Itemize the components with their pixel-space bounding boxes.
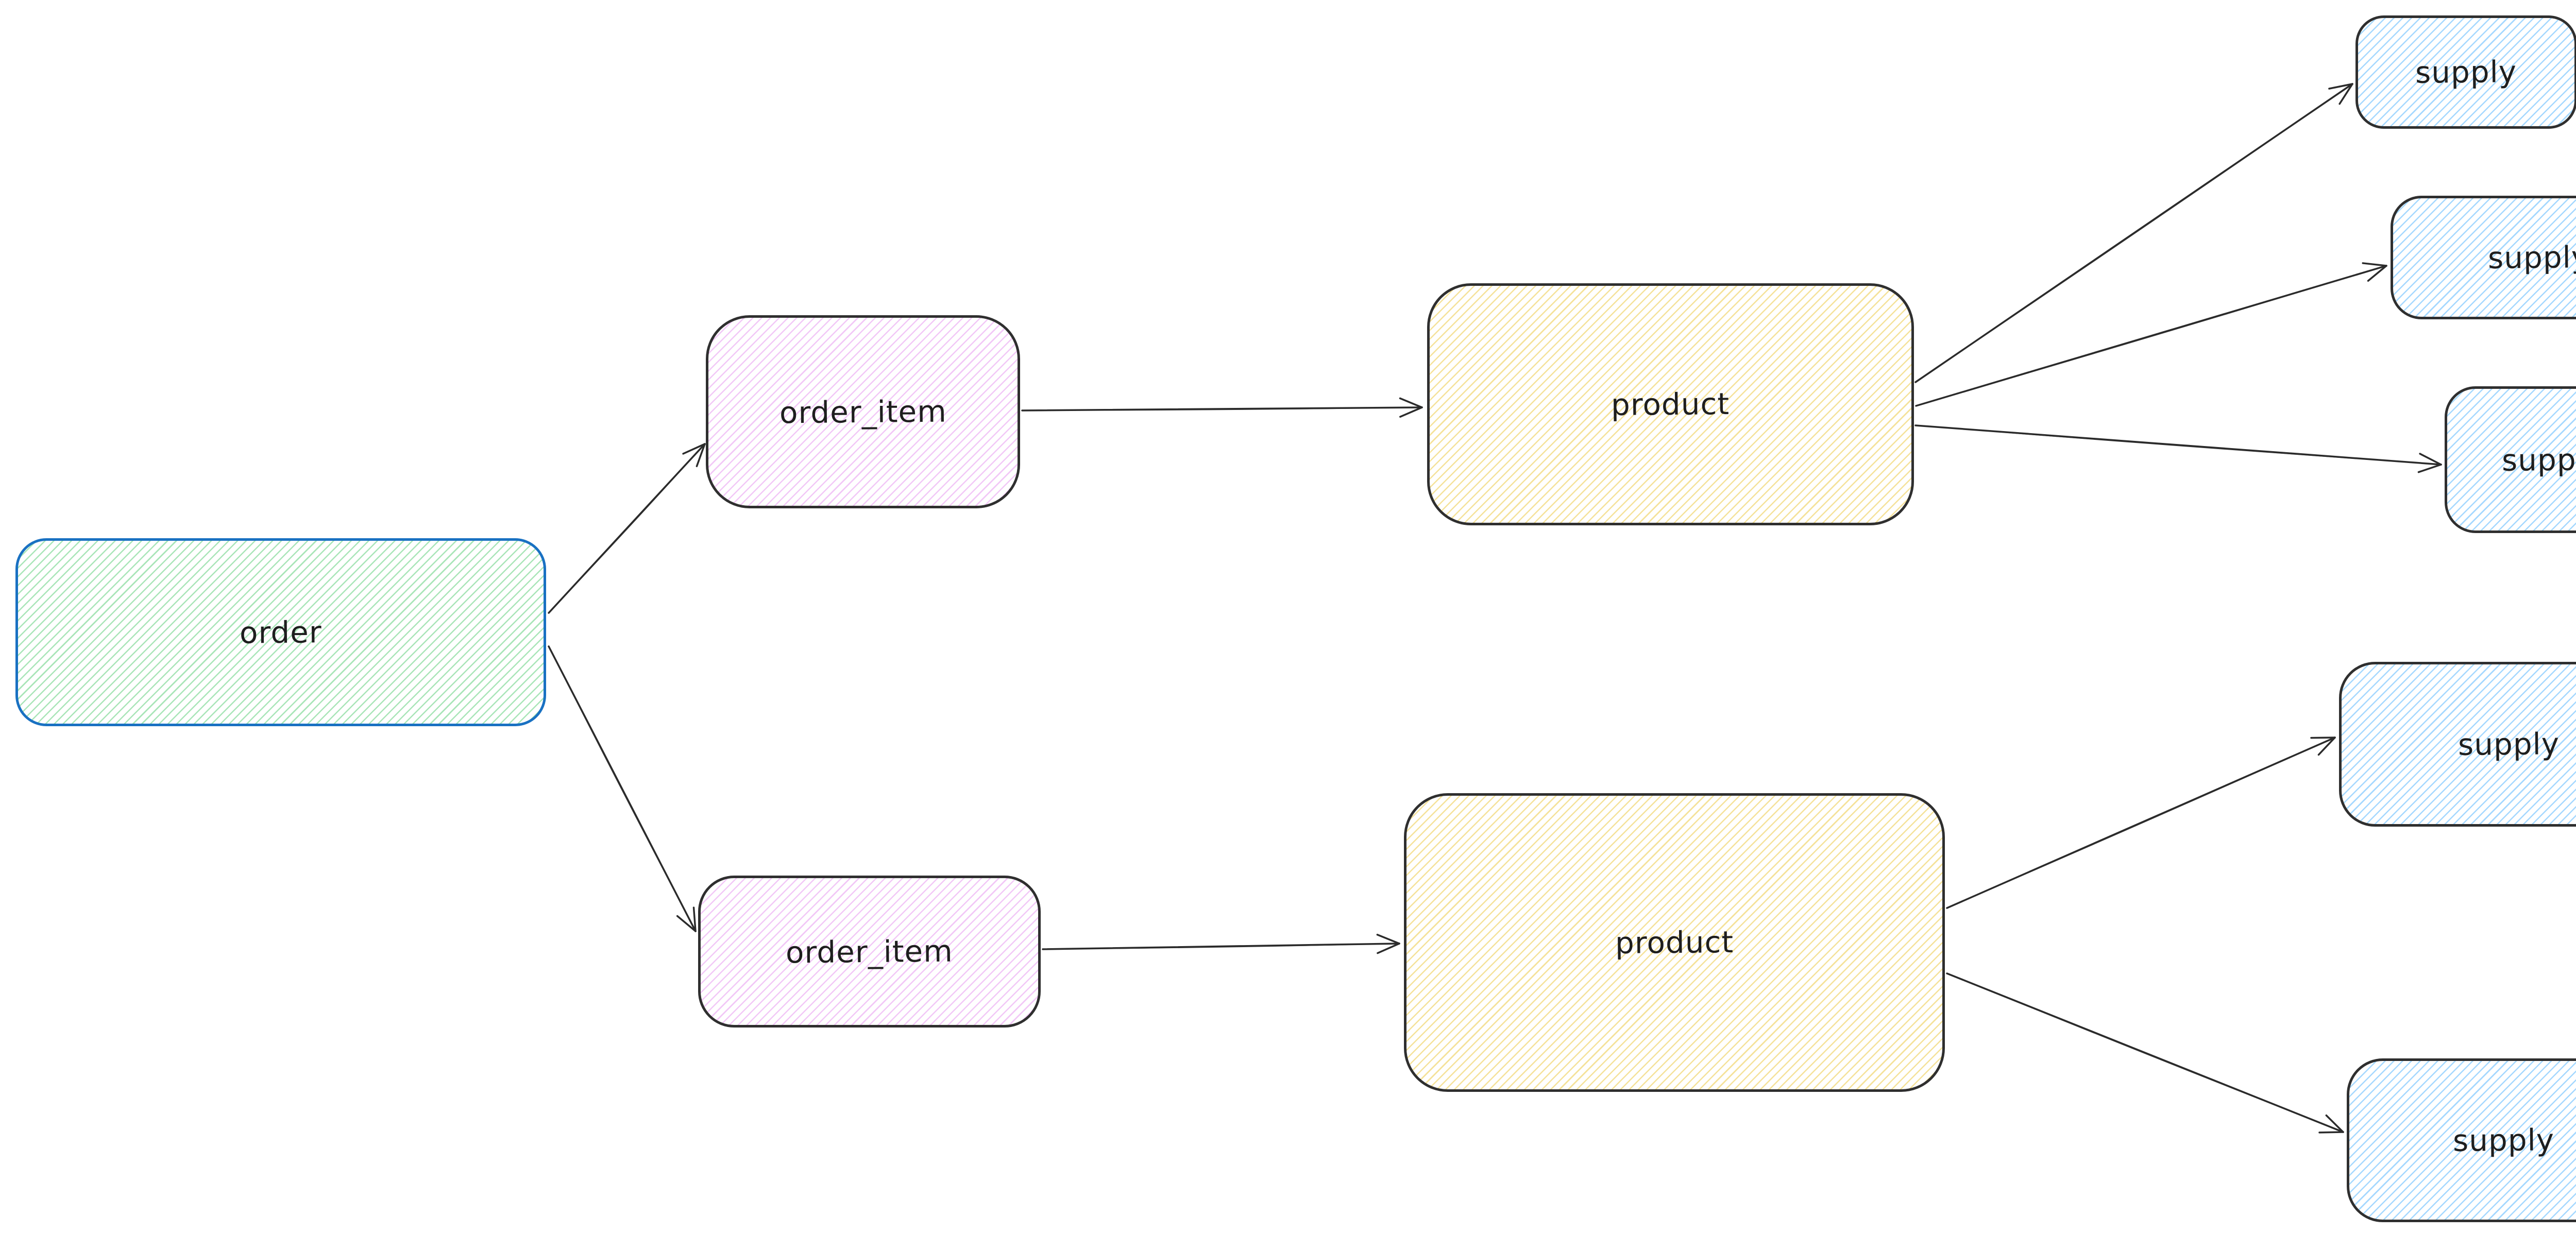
node-product_top[interactable]: product [1427, 283, 1914, 525]
arrow-order_item_bottom-to-product_bottom[interactable] [1042, 934, 1400, 954]
node-supply_3[interactable]: supply [2445, 386, 2576, 533]
node-label: supply [2458, 726, 2560, 762]
arrow-product_top-to-supply_3[interactable] [1914, 424, 2442, 473]
arrow-product_top-to-supply_2[interactable] [1915, 262, 2387, 407]
node-label: supply [2487, 239, 2576, 276]
arrow-product_top-to-supply_1[interactable] [1914, 83, 2353, 383]
node-order_item_bottom[interactable]: order_item [698, 876, 1041, 1028]
arrow-order-to-order_item_bottom[interactable] [548, 645, 697, 932]
node-supply_2[interactable]: supply [2391, 196, 2576, 319]
node-order[interactable]: order [15, 538, 546, 726]
node-label: order_item [785, 933, 954, 970]
node-label: product [1611, 386, 1730, 423]
node-order_item_top[interactable]: order_item [706, 315, 1020, 508]
node-product_bottom[interactable]: product [1404, 793, 1945, 1092]
node-label: order [239, 614, 323, 650]
node-label: supply [2502, 441, 2576, 478]
node-label: order_item [779, 393, 947, 430]
arrow-order_item_top-to-product_top[interactable] [1021, 397, 1423, 418]
arrow-product_bottom-to-supply_5[interactable] [1946, 972, 2344, 1134]
node-label: product [1615, 924, 1734, 961]
node-label: supply [2453, 1122, 2555, 1158]
node-supply_1[interactable]: supply [2355, 15, 2576, 129]
arrow-product_bottom-to-supply_4[interactable] [1946, 737, 2336, 909]
arrow-order-to-order_item_top[interactable] [548, 443, 706, 614]
node-label: supply [2415, 54, 2517, 90]
node-supply_4[interactable]: supply [2339, 662, 2576, 827]
node-supply_5[interactable]: supply [2347, 1058, 2576, 1222]
